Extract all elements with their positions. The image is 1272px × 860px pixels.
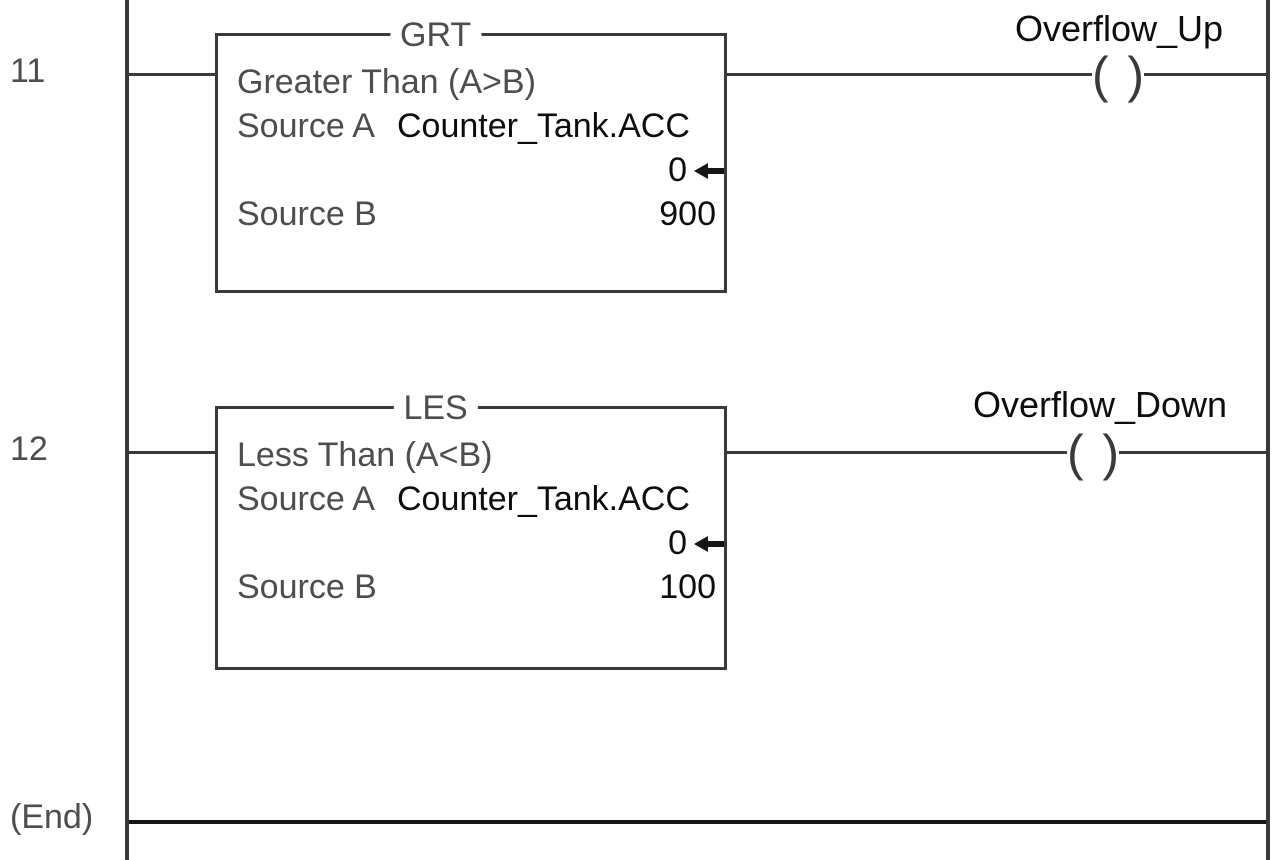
source-a-current-value: 0 <box>668 150 687 189</box>
output-coil-overflow-down[interactable]: ( ) <box>1067 425 1119 481</box>
source-b-row: Source B 900 <box>237 192 724 236</box>
rung-11-wire-right <box>1144 73 1266 76</box>
coil-tag-overflow-up[interactable]: Overflow_Up <box>1014 8 1224 49</box>
current-value-arrow-icon <box>694 162 724 179</box>
instruction-description: Greater Than (A>B) <box>237 62 536 101</box>
source-a-label: Source A <box>237 479 375 518</box>
source-a-label: Source A <box>237 106 375 145</box>
instruction-description: Less Than (A<B) <box>237 435 493 474</box>
grt-instruction-box[interactable]: GRT Greater Than (A>B) Source A Counter_… <box>215 14 727 293</box>
rung-11-wire-left <box>129 73 215 76</box>
current-value-arrow-icon <box>694 535 724 552</box>
coil-open-paren-icon: ( <box>1067 425 1084 481</box>
source-b-label: Source B <box>237 194 377 233</box>
instruction-description-row: Greater Than (A>B) <box>237 60 724 104</box>
source-a-operand[interactable]: Counter_Tank.ACC <box>397 479 690 518</box>
source-a-row: Source A Counter_Tank.ACC <box>237 104 724 148</box>
source-a-row: Source A Counter_Tank.ACC <box>237 477 724 521</box>
coil-close-paren-icon: ) <box>1102 425 1119 481</box>
rung-12-wire-right <box>1119 451 1266 454</box>
source-b-value[interactable]: 100 <box>659 567 716 606</box>
rung-12-wire-middle <box>727 451 1067 454</box>
coil-tag-overflow-down[interactable]: Overflow_Down <box>972 384 1228 425</box>
les-instruction-box[interactable]: LES Less Than (A<B) Source A Counter_Tan… <box>215 387 727 670</box>
source-b-value[interactable]: 900 <box>659 194 716 233</box>
source-a-current-row: 0 <box>237 148 724 192</box>
end-rung-wire <box>129 820 1266 824</box>
right-power-rail <box>1266 0 1270 860</box>
grt-instruction-body: Greater Than (A>B) Source A Counter_Tank… <box>218 36 724 236</box>
source-a-current-value: 0 <box>668 523 687 562</box>
rung-11-number[interactable]: 11 <box>10 52 46 90</box>
les-mnemonic: LES <box>393 387 478 429</box>
left-power-rail <box>125 0 129 860</box>
rung-12-wire-left <box>129 451 215 454</box>
source-a-operand[interactable]: Counter_Tank.ACC <box>397 106 690 145</box>
les-instruction-body: Less Than (A<B) Source A Counter_Tank.AC… <box>218 409 724 609</box>
end-rung-label: (End) <box>10 798 94 836</box>
rung-12-number[interactable]: 12 <box>10 430 48 468</box>
source-a-current-row: 0 <box>237 521 724 565</box>
source-b-label: Source B <box>237 567 377 606</box>
coil-close-paren-icon: ) <box>1127 47 1144 103</box>
coil-open-paren-icon: ( <box>1092 47 1109 103</box>
output-coil-overflow-up[interactable]: ( ) <box>1092 47 1144 103</box>
instruction-description-row: Less Than (A<B) <box>237 433 724 477</box>
source-b-row: Source B 100 <box>237 565 724 609</box>
rung-11-wire-middle <box>727 73 1092 76</box>
grt-mnemonic: GRT <box>390 14 482 56</box>
